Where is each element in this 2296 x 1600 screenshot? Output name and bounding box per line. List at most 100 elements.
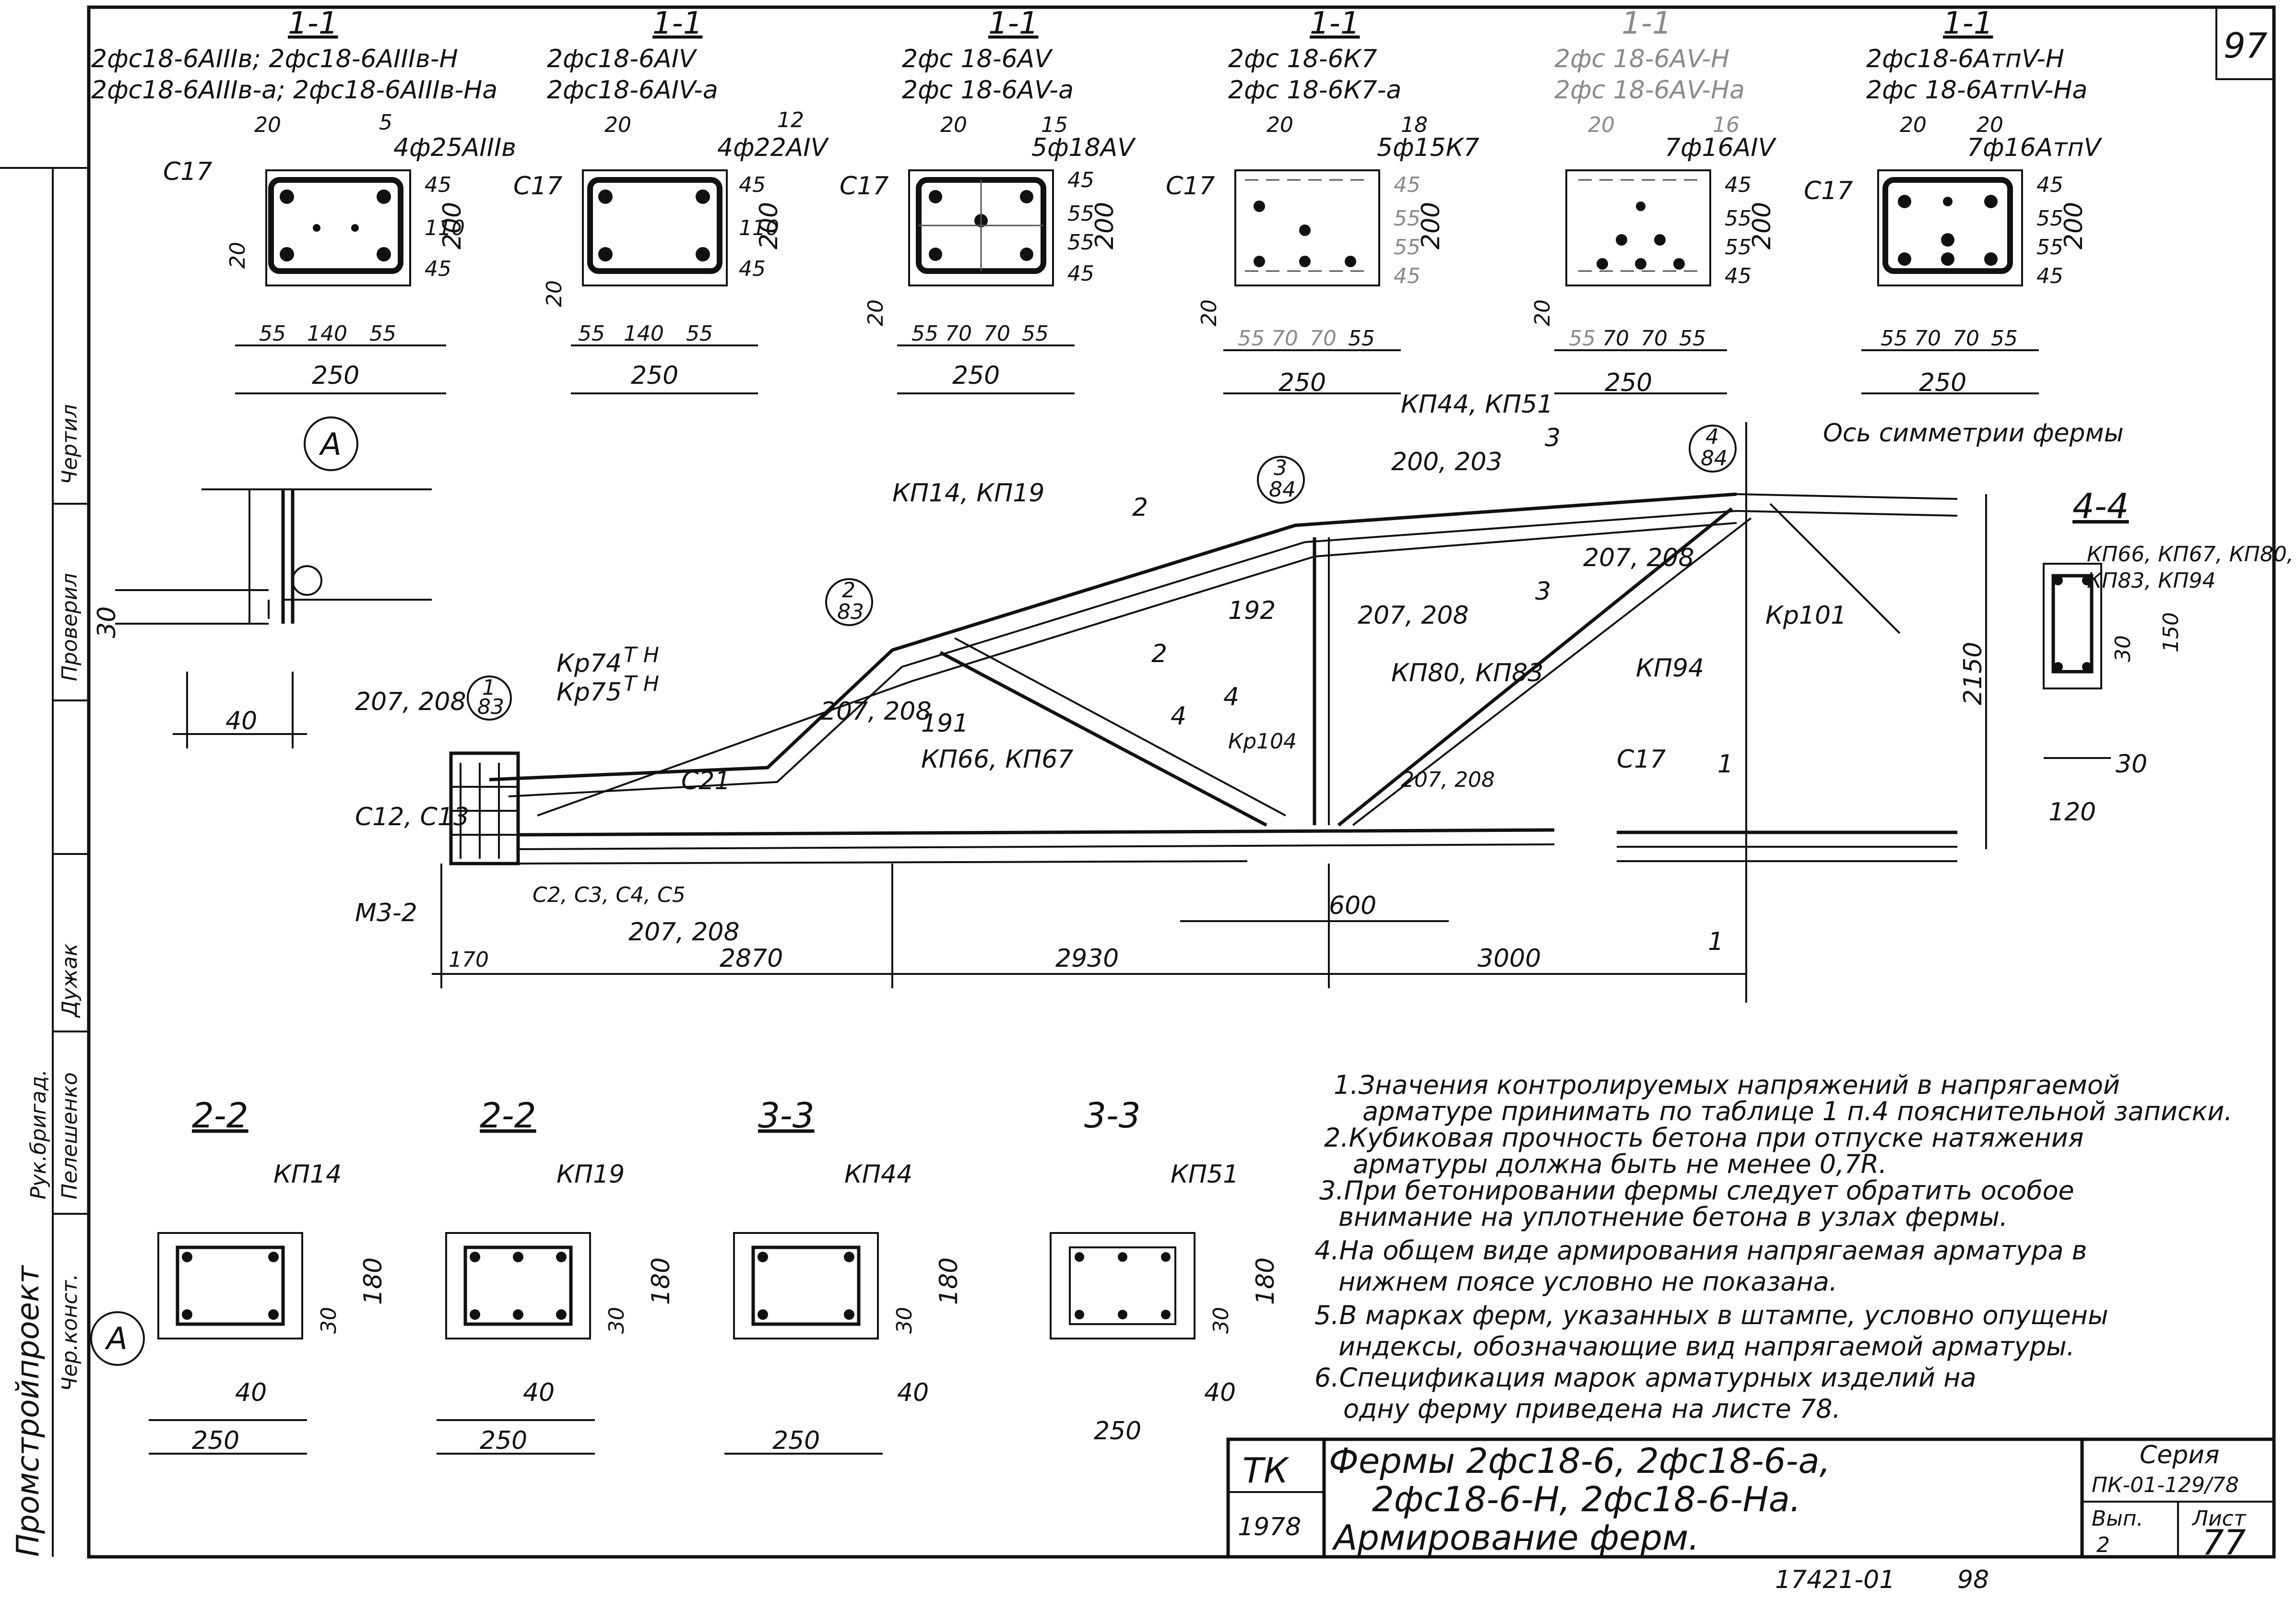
- dim-mid: 5: [379, 110, 392, 135]
- bottom-section-1: 2-2 КП14 30 180 40 250: [149, 1095, 388, 1455]
- bubble-4-bottom: 84: [1701, 446, 1728, 471]
- dim-right-1: 45: [739, 173, 766, 197]
- top-section-6: 1-1 2фс18-6АтпV-Н 2фс 18-6АтпV-На 20 20 …: [1861, 6, 2103, 397]
- cut-3-bottom: 3: [1535, 577, 1551, 606]
- dim-b-1: 55: [259, 321, 286, 346]
- top-section-5: 1-1 2фс 18-6АV-Н 2фс 18-6АV-На 20 16 7ф1…: [1530, 6, 1853, 397]
- stamp-item-3: Пелешенко: [58, 1072, 82, 1199]
- bottom-a-marker: А: [90, 1311, 145, 1366]
- stamp-item-2: Дужак: [58, 943, 82, 1018]
- dim-b-4: 55: [1348, 326, 1375, 351]
- dim-cover: 20: [542, 280, 567, 307]
- section-44-dim-120: 120: [2048, 798, 2096, 827]
- dim-600: 600: [1329, 891, 1376, 920]
- archive-number: 17421-01: [1775, 1565, 1895, 1594]
- bs-dim-250: 250: [1094, 1417, 1141, 1446]
- top-section-1: 1-1 2фс18-6АIIIв; 2фс18-6АIIIв-Н 2фс18-6…: [91, 6, 516, 394]
- bubble-1-top: 1: [482, 676, 496, 700]
- bubble-1-bottom: 83: [477, 695, 504, 719]
- dim-width: 250: [1919, 368, 1966, 397]
- bs-dim-30: 30: [604, 1307, 629, 1334]
- top-section-3: 1-1 2фс 18-6АV 2фс 18-6АV-а 20 15 5ф18АV…: [840, 6, 1136, 394]
- dim-right-2: 55: [2036, 206, 2063, 231]
- section-marks-a: 2фс18-6АтпV-Н: [1866, 45, 2064, 73]
- bubble-4-top: 4: [1705, 425, 1719, 449]
- bs-dim-180: 180: [359, 1257, 388, 1305]
- bs-title: 2-2: [480, 1095, 536, 1136]
- bubble-2-top: 2: [842, 578, 855, 603]
- c-label: C17: [1804, 177, 1853, 205]
- dim-width: 250: [952, 361, 1000, 390]
- dim-height: 200: [755, 202, 783, 249]
- rebar-label: 4ф22АIV: [717, 133, 829, 162]
- c-label: C17: [1166, 172, 1215, 201]
- label-192: 192: [1228, 596, 1276, 625]
- label-191: 191: [921, 709, 969, 738]
- label-200: 200, 203: [1391, 448, 1503, 476]
- label-c21: С21: [681, 767, 730, 795]
- dim-b-1: 55: [578, 321, 605, 346]
- dim-right-4: 45: [2036, 264, 2063, 288]
- label-207a: 207, 208: [1583, 544, 1694, 572]
- dim-right-1: 45: [1725, 173, 1752, 197]
- dim-170: 170: [449, 948, 489, 972]
- dim-height: 200: [2059, 202, 2088, 249]
- bs-title: 3-3: [758, 1095, 815, 1136]
- label-kr101: Кр101: [1765, 601, 1846, 630]
- bs-mark: КП44: [844, 1160, 912, 1189]
- stamp-item-0: Чертил: [58, 404, 82, 485]
- bs-dim-180: 180: [647, 1257, 675, 1305]
- notes: 1.Значения контролируемых напряжений в н…: [1314, 1070, 2233, 1424]
- tb-year: 1978: [1238, 1513, 1301, 1541]
- dim-b-3: 70: [1641, 326, 1668, 351]
- section-title: 1-1: [288, 6, 338, 41]
- section-44-title: 4-4: [2072, 486, 2129, 526]
- section-44-dim-30b: 30: [2116, 750, 2147, 779]
- label-kp14: КП14, КП19: [892, 479, 1044, 508]
- note-line-0: 1.Значения контролируемых напряжений в н…: [1334, 1070, 2120, 1100]
- section-marks-a: 2фс18-6АIV: [547, 45, 698, 73]
- dim-height: 200: [1417, 202, 1445, 249]
- bottom-a-label: А: [105, 1321, 128, 1357]
- dim-b-3: 70: [983, 321, 1010, 346]
- section-4-4: 4-4 КП66, КП67, КП80, КП83, КП94 30 150 …: [2043, 486, 2294, 827]
- bs-dim-40: 40: [1204, 1378, 1236, 1407]
- label-kr104: Кр104: [1228, 729, 1297, 754]
- rebar-label: 5ф18АV: [1031, 133, 1136, 162]
- note-line-8: 5.В марках ферм, указанных в штампе, усл…: [1314, 1300, 2108, 1330]
- section-marks-b: 2фс 18-6АV-На: [1554, 76, 1745, 105]
- detail-a-dim-h: 40: [225, 707, 257, 735]
- section-title: 1-1: [1621, 6, 1672, 41]
- tb-issue-value: 2: [2096, 1533, 2110, 1557]
- detail-a-label: А: [319, 427, 342, 462]
- dim-b-2: 140: [624, 321, 664, 346]
- cut-4-right: 4: [1171, 702, 1186, 731]
- dim-2870: 2870: [720, 944, 783, 973]
- dim-right-2: 55: [1725, 206, 1752, 231]
- stamp-item-5: Чер.конст.: [58, 1274, 82, 1391]
- bs-title: 2-2: [192, 1095, 249, 1136]
- dim-b-4: 55: [1991, 326, 2018, 351]
- section-marks-b: 2фс18-6АIIIв-а; 2фс18-6АIIIв-На: [91, 76, 497, 105]
- section-44-label-b: КП83, КП94: [2087, 569, 2216, 593]
- bs-title: 3-3: [1084, 1095, 1141, 1136]
- cut-4-left: 4: [1223, 683, 1239, 711]
- section-44-dim-150: 150: [2159, 612, 2183, 652]
- c-label: C17: [840, 172, 888, 201]
- left-stamp: Промстройпроект Чертил Проверил Дужак Пе…: [11, 404, 89, 1557]
- bs-dim-30: 30: [317, 1307, 341, 1334]
- label-kr74: Кр74: [556, 649, 622, 678]
- dim-b-4: 55: [1022, 321, 1049, 346]
- bubble-2-bottom: 83: [837, 600, 864, 624]
- label-207e: 207, 208: [1401, 768, 1495, 792]
- dim-right-2: 110: [739, 216, 779, 240]
- bottom-section-3: 3-3 КП44 30 180 40 250: [724, 1095, 963, 1455]
- dim-mid: 18: [1401, 113, 1428, 137]
- sheet-frame: [87, 5, 2276, 1559]
- dim-width: 250: [631, 361, 678, 390]
- section-marks-a: 2фс 18-6АV: [902, 45, 1053, 73]
- section-marks-b: 2фс18-6АIV-а: [547, 76, 718, 105]
- dim-b-3: 55: [686, 321, 713, 346]
- dim-top: 20: [254, 113, 281, 137]
